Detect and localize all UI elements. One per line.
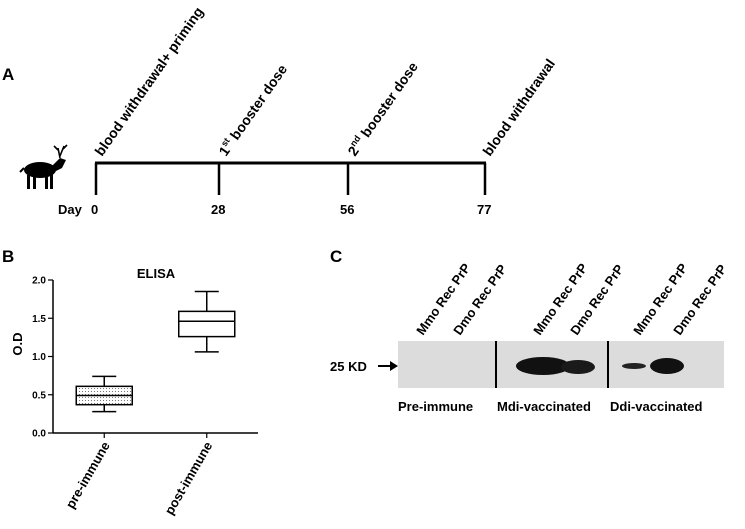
arrow-icon bbox=[378, 361, 398, 371]
x-category-label: post-immune bbox=[162, 439, 216, 517]
blot-band bbox=[561, 360, 595, 374]
chart-title: ELISA bbox=[137, 266, 176, 281]
day-label: Day bbox=[58, 202, 83, 217]
caribou-icon bbox=[19, 144, 68, 189]
x-category-label: pre-immune bbox=[63, 439, 113, 511]
day-0: 0 bbox=[91, 202, 98, 217]
blot-lane-labels: Mmo Rec PrP Dmo Rec PrP Mmo Rec PrP Dmo … bbox=[413, 260, 730, 338]
day-28: 28 bbox=[211, 202, 225, 217]
group-label-mdi: Mdi-vaccinated bbox=[497, 399, 591, 414]
panel-a-letter: A bbox=[2, 65, 14, 84]
elisa-chart: 0.0 0.5 1.0 1.5 2.0 pre-immune post-immune bbox=[32, 276, 258, 517]
event-first-booster-label: 1st booster dose bbox=[215, 61, 291, 159]
group-label-pre-immune: Pre-immune bbox=[398, 399, 473, 414]
box bbox=[178, 310, 236, 338]
day-56: 56 bbox=[340, 202, 354, 217]
y-tick-label: 1.5 bbox=[32, 314, 46, 325]
y-tick-label: 1.0 bbox=[32, 352, 46, 363]
y-tick-label: 2.0 bbox=[32, 276, 46, 287]
event-priming-label: blood withdrawal+ priming bbox=[91, 4, 206, 159]
marker-label: 25 KD bbox=[330, 359, 367, 374]
event-final-withdrawal-label: blood withdrawal bbox=[479, 56, 558, 159]
panel-b-letter: B bbox=[2, 247, 14, 266]
y-axis-label: O.D bbox=[10, 332, 25, 355]
panel-c-letter: C bbox=[330, 247, 342, 266]
group-label-ddi: Ddi-vaccinated bbox=[610, 399, 703, 414]
blot-band bbox=[622, 363, 646, 369]
y-tick-label: 0.0 bbox=[32, 429, 46, 440]
event-second-booster-label: 2nd booster dose bbox=[344, 58, 421, 159]
day-77: 77 bbox=[477, 202, 491, 217]
y-tick-label: 0.5 bbox=[32, 390, 46, 401]
blot-band bbox=[650, 358, 684, 374]
blot-band bbox=[516, 357, 570, 375]
